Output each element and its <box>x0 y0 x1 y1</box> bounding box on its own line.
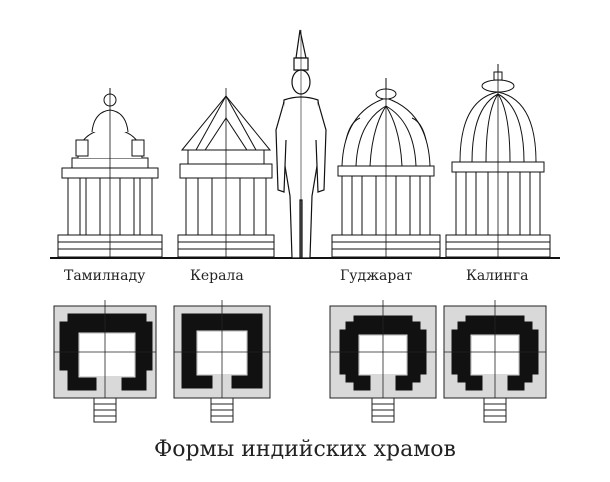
temple-elevation-gujarat <box>332 78 440 258</box>
temple-plan-kalinga <box>444 300 546 422</box>
human-scale-figure <box>276 30 326 258</box>
label-kerala: Керала <box>190 268 244 284</box>
label-gujarat: Гуджарат <box>340 268 413 284</box>
temple-elevation-kalinga <box>446 64 550 258</box>
label-kalinga: Калинга <box>466 268 529 284</box>
temple-elevation-kerala <box>178 88 274 258</box>
temple-plan-tamilnadu <box>54 300 156 422</box>
temple-plan-gujarat <box>330 300 436 422</box>
figure-caption: Формы индийских храмов <box>154 437 456 462</box>
label-tamilnadu: Тамилнаду <box>64 268 146 284</box>
temple-elevation-tamilnadu <box>58 88 162 258</box>
temple-plan-kerala <box>174 300 270 422</box>
